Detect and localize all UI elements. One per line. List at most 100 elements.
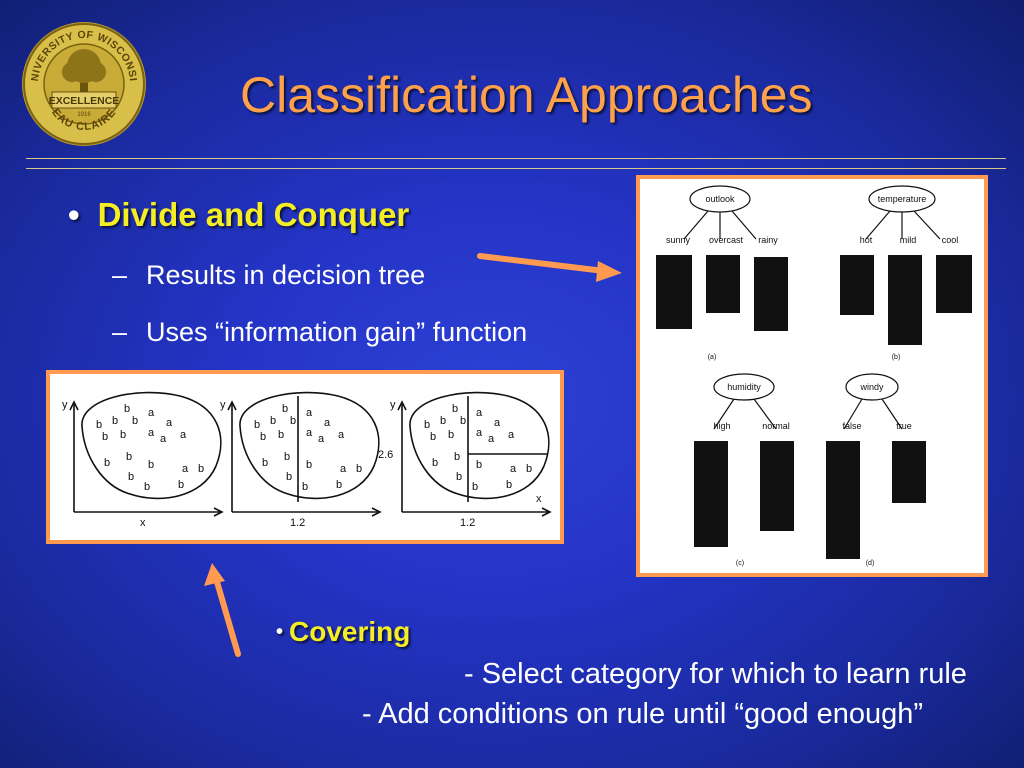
point-a: a <box>306 427 313 439</box>
point-a: a <box>494 417 501 429</box>
arrow-to-scatter-figure <box>212 572 241 657</box>
point-b: b <box>198 463 204 475</box>
point-b: b <box>284 451 290 463</box>
point-b: b <box>178 479 184 491</box>
point-b: b <box>306 459 312 471</box>
tree-a-branch-overcast: overcast <box>709 235 744 245</box>
arrowhead-scatter-figure <box>204 563 225 586</box>
tree-c-caption: (c) <box>736 560 744 567</box>
panel-3-y-label: y <box>390 399 396 411</box>
point-b: b <box>144 481 150 493</box>
point-b: b <box>506 479 512 491</box>
point-b: b <box>456 471 462 483</box>
sub-bullet-marker: – <box>112 260 128 290</box>
tree-d-caption: (d) <box>866 560 875 567</box>
point-b: b <box>302 481 308 493</box>
point-a: a <box>324 417 331 429</box>
point-b: b <box>440 415 446 427</box>
bullet-label: Divide and Conquer <box>97 196 410 233</box>
point-b: b <box>454 451 460 463</box>
tree-a-root: outlook <box>705 194 735 204</box>
point-b: b <box>424 419 430 431</box>
seal-center-text: EXCELLENCE <box>49 95 120 107</box>
point-b: b <box>282 403 288 415</box>
point-a: a <box>340 463 347 475</box>
point-a: a <box>338 429 345 441</box>
point-b: b <box>336 479 342 491</box>
point-a: a <box>180 429 187 441</box>
point-a: a <box>166 417 173 429</box>
panel-2-x-tick: 1.2 <box>290 517 305 529</box>
point-b: b <box>96 419 102 431</box>
tree-b-root: temperature <box>878 194 927 204</box>
title-divider-top <box>26 158 1006 159</box>
point-b: b <box>278 429 284 441</box>
point-b: b <box>102 431 108 443</box>
point-b: b <box>260 431 266 443</box>
decision-tree-figure: outlook sunny overcast rainy (a) tempera… <box>636 175 988 577</box>
point-b: b <box>448 429 454 441</box>
sub-bullet-text: Results in decision tree <box>146 260 426 290</box>
bullet-marker: • <box>68 196 80 233</box>
tree-b-branch-mild: mild <box>900 235 917 245</box>
point-b: b <box>430 431 436 443</box>
point-b: b <box>526 463 532 475</box>
point-b: b <box>432 457 438 469</box>
university-seal-icon: UNIVERSITY OF WISCONSIN EAU CLAIRE EXCEL… <box>20 20 146 146</box>
bullet-covering: •Covering <box>276 616 410 648</box>
tree-c-branch-high: high <box>713 421 730 431</box>
point-b: b <box>128 471 134 483</box>
point-b: b <box>124 403 130 415</box>
point-a: a <box>510 463 517 475</box>
tree-b-branch-cool: cool <box>942 235 959 245</box>
sub-bullet-text: Uses “information gain” function <box>146 317 528 347</box>
tree-d-root: windy <box>859 382 884 392</box>
point-b: b <box>476 459 482 471</box>
tree-a-branch-rainy: rainy <box>758 235 778 245</box>
point-b: b <box>290 415 296 427</box>
point-b: b <box>460 415 466 427</box>
arrow-to-decision-tree <box>477 253 607 274</box>
tree-c-branch-normal: normal <box>762 421 790 431</box>
sub-bullet-decision-tree: –Results in decision tree <box>112 260 425 291</box>
arrowhead-decision-tree <box>596 261 622 282</box>
point-a: a <box>508 429 515 441</box>
point-b: b <box>472 481 478 493</box>
tree-b-branch-hot: hot <box>860 235 873 245</box>
decision-tree-drawing: outlook sunny overcast rainy (a) tempera… <box>656 185 972 567</box>
point-a: a <box>160 433 167 445</box>
point-b: b <box>254 419 260 431</box>
panel-2-y-label: y <box>220 399 226 411</box>
point-b: b <box>286 471 292 483</box>
tree-d-branch-true: true <box>896 421 912 431</box>
point-a: a <box>306 407 313 419</box>
point-b: b <box>126 451 132 463</box>
point-a: a <box>182 463 189 475</box>
panel-3-y-tick: 2.6 <box>378 449 393 461</box>
tree-c-root: humidity <box>727 382 761 392</box>
panel-1-y-label: y <box>62 399 68 411</box>
point-b: b <box>120 429 126 441</box>
sub-bullet-marker: – <box>112 317 128 347</box>
bullet-divide-and-conquer: • Divide and Conquer <box>68 196 409 234</box>
seal-small-text: 1916 <box>77 112 91 118</box>
sub-bullet-information-gain: –Uses “information gain” function <box>112 317 527 348</box>
point-a: a <box>476 427 483 439</box>
scatter-partition-figure: b b b b b b b b b b b b b a a a a a a b <box>46 370 564 544</box>
tree-b-caption: (b) <box>892 354 901 361</box>
point-b: b <box>270 415 276 427</box>
covering-line-add-conditions: - Add conditions on rule until “good eno… <box>362 698 924 730</box>
slide-title: Classification Approaches <box>240 67 813 123</box>
covering-line-select-category: - Select category for which to learn rul… <box>464 658 967 690</box>
point-a: a <box>148 427 155 439</box>
point-b: b <box>356 463 362 475</box>
point-b: b <box>132 415 138 427</box>
tree-a-caption: (a) <box>708 354 717 361</box>
title-divider-bottom <box>26 168 1006 169</box>
point-b: b <box>112 415 118 427</box>
panel-1-x-label: x <box>140 517 146 529</box>
scatter-partition-drawing: b b b b b b b b b b b b b a a a a a a b <box>62 391 552 529</box>
point-a: a <box>488 433 495 445</box>
